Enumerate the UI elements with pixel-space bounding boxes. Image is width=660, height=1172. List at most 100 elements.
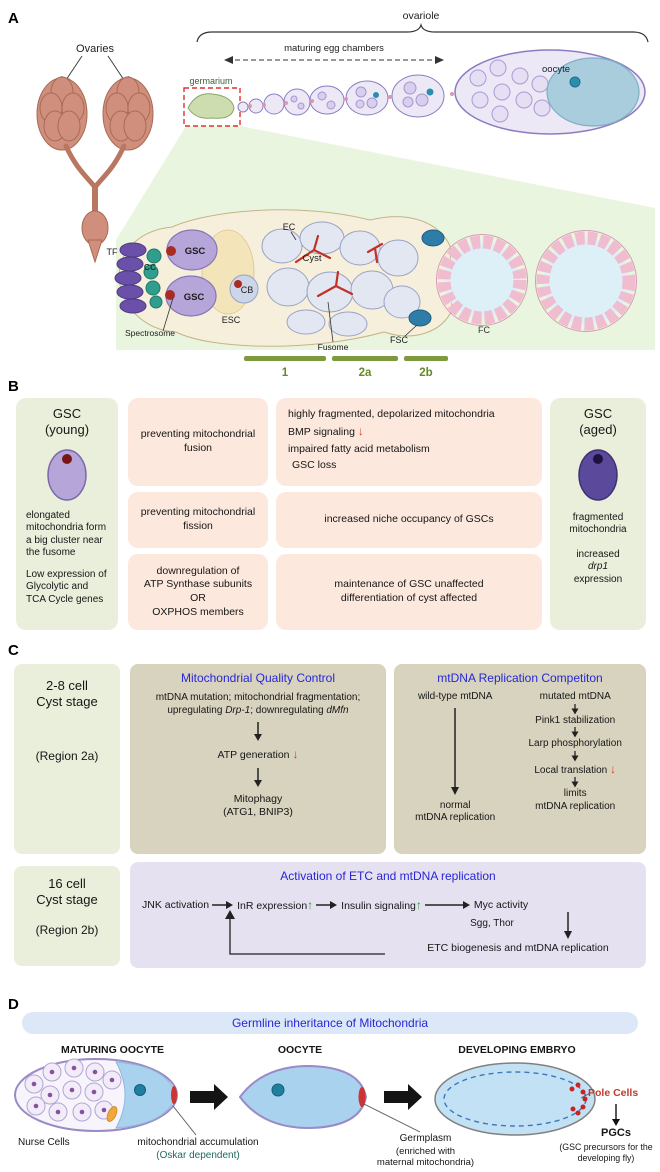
etc-insulin-text: Insulin signaling↑ <box>341 898 422 912</box>
region-bars: 1 2a 2b <box>244 356 448 379</box>
germplasm-label-3: maternal mitochondria) <box>376 1156 475 1168</box>
maturing-oocyte-illustration <box>14 1058 178 1132</box>
etc-flow-row: JNK activation InR expression↑ Insulin s… <box>142 898 528 912</box>
region-1-label: 1 <box>282 367 289 379</box>
etc-myc-text: Myc activity <box>473 899 529 911</box>
cause-fusion-text: preventing mitochondrial fusion <box>140 428 256 454</box>
mqc-atp-row: ATP generation ↓ <box>218 747 299 763</box>
mrc-arrow-3 <box>571 750 579 761</box>
fsc-cell-bottom <box>408 309 432 327</box>
panel-d-illustration <box>14 1058 620 1136</box>
ovaries-label: Ovaries <box>76 43 114 55</box>
stage-2a-line2: Cyst stage <box>36 694 98 710</box>
left-ovary <box>36 76 88 151</box>
aged-increased-text: increased <box>576 548 620 560</box>
mrc-pink1-text: Pink1 stabilization <box>535 714 616 726</box>
mrc-arrow-1 <box>571 703 579 714</box>
aged-expression-text: expression <box>573 573 623 585</box>
mrc-local-row: Local translation ↓ <box>534 762 616 778</box>
pole-cells-label: Pole Cells <box>588 1087 639 1099</box>
pgcs-desc-line1: (GSC precursors for the <box>559 1142 653 1152</box>
gsc-aged-subtitle: (aged) <box>579 422 617 438</box>
insulin-increase-icon: ↑ <box>415 898 422 912</box>
mrc-wildtype-text: wild-type mtDNA <box>417 691 493 702</box>
cause-box-fission: preventing mitochondrial fission <box>128 492 268 548</box>
stage-arrow-2 <box>384 1084 422 1110</box>
etc-insulin-label: Insulin signaling <box>341 900 416 912</box>
mrc-wildtype-column: wild-type mtDNA normal mtDNA replication <box>400 691 510 825</box>
fusome-branches <box>294 234 384 298</box>
nurse-cell-nuclei <box>31 1065 115 1115</box>
pgcs-desc-line2: developing fly) <box>577 1152 635 1163</box>
gsc-young-cell-illustration <box>47 448 87 501</box>
germarium-label: germarium <box>189 76 232 86</box>
panel-d-title: Germline inheritance of Mitochondria <box>231 1016 429 1030</box>
gsc-young-card: GSC (young) elongated mitochondria form … <box>16 398 118 630</box>
etc-title: Activation of ETC and mtDNA replication <box>280 869 496 883</box>
stage-2b-line1: 16 cell <box>48 876 86 891</box>
pgcs-description: (GSC precursors for the developing fly) <box>552 1142 660 1163</box>
stage-2a-card: 2-8 cell Cyst stage (Region 2a) <box>14 664 120 854</box>
cause-atp-line3: OR <box>190 592 206 604</box>
etc-jnk-text: JNK activation <box>142 899 210 911</box>
mito-accumulation-mark <box>171 1086 177 1104</box>
mqc-card: Mitochondrial Quality Control mtDNA muta… <box>130 664 386 854</box>
atp-decrease-icon: ↓ <box>292 747 299 761</box>
cc-label: CC <box>144 262 156 272</box>
gsc-cells <box>165 229 218 317</box>
stage-2b-region: (Region 2b) <box>35 922 99 937</box>
effect-fission-text: increased niche occupancy of GSCs <box>324 513 494 526</box>
effect-box-atp: maintenance of GSC unaffected differenti… <box>276 554 542 630</box>
mqc-arrow-1 <box>254 722 262 741</box>
stage-2b-line2: Cyst stage <box>36 892 98 908</box>
developing-embryo-heading: DEVELOPING EMBRYO <box>458 1044 576 1056</box>
mqc-text: mtDNA mutation; mitochondrial fragmentat… <box>156 691 361 717</box>
gsc-young-desc-2: Low expression of Glycolytic and TCA Cyc… <box>26 568 107 605</box>
mrc-limits-2: mtDNA replication <box>535 800 616 812</box>
effect-atp-line1: maintenance of GSC unaffected <box>334 578 484 591</box>
germplasm-label-2: (enriched with <box>395 1145 456 1157</box>
ovaries-illustration: Ovaries <box>36 43 154 264</box>
mrc-normal-1: normal <box>439 799 471 811</box>
orange-body <box>106 1106 118 1122</box>
pgcs-label: PGCs <box>601 1127 631 1139</box>
panel-d-banner: Germline inheritance of Mitochondria <box>22 1012 638 1034</box>
mqc-mitophagy: Mitophagy <box>233 792 283 805</box>
cause-atp-line1: downregulation of <box>156 564 240 577</box>
panel-a-illustration: Ovaries <box>36 10 655 379</box>
germarium-zoom-illustration: TF CC GSC GSC CB ESC Spectrosome EC Cyst… <box>107 209 637 352</box>
cause-box-fusion: preventing mitochondrial fusion <box>128 398 268 486</box>
etc-connectors <box>225 910 572 955</box>
oocyte-illustration <box>238 1064 368 1130</box>
effect-fusion-line4: GSC loss <box>292 459 337 472</box>
mqc-line1: mtDNA mutation; mitochondrial fragmentat… <box>155 692 361 703</box>
etc-biogenesis-text: ETC biogenesis and mtDNA replication <box>427 942 609 954</box>
cb-label: CB <box>241 285 254 295</box>
gsc-aged-cell-illustration <box>578 448 618 501</box>
gsc-top-label: GSC <box>185 246 206 257</box>
right-ovary <box>102 76 154 151</box>
bmp-decrease-icon: ↓ <box>357 424 364 439</box>
etc-arrow-2 <box>316 901 338 909</box>
terminal-filament-cells <box>114 242 147 314</box>
ovariole-illustration: oocyte <box>187 49 646 135</box>
gsc-aged-card: GSC (aged) fragmented mitochondria incre… <box>550 398 646 630</box>
effect-box-fusion: highly fragmented, depolarized mitochond… <box>276 398 542 486</box>
oocyte-nucleus-dot <box>134 1084 146 1096</box>
panel-c-label: C <box>8 642 19 659</box>
mqc-mitophagy-genes: (ATG1, BNIP3) <box>223 806 293 819</box>
esc-label: ESC <box>222 315 241 325</box>
ec-label: EC <box>283 222 296 232</box>
maturing-oocyte-heading: MATURING OOCYTE <box>60 1044 165 1056</box>
translation-decrease-icon: ↓ <box>609 761 616 776</box>
panel-b-label: B <box>8 378 19 395</box>
gsc-young-title: GSC <box>52 406 82 421</box>
mqc-drp1: Drp-1 <box>225 705 251 716</box>
cause-atp-line2: ATP Synthase subunits <box>143 578 253 591</box>
mrc-arrow-2 <box>571 727 579 738</box>
mito-accumulation-label: mitochondrial accumulation <box>137 1137 259 1148</box>
cyst-cells <box>261 221 421 337</box>
etc-sgg-thor-text: Sgg, Thor <box>470 918 514 929</box>
fsc-label: FSC <box>390 335 409 345</box>
